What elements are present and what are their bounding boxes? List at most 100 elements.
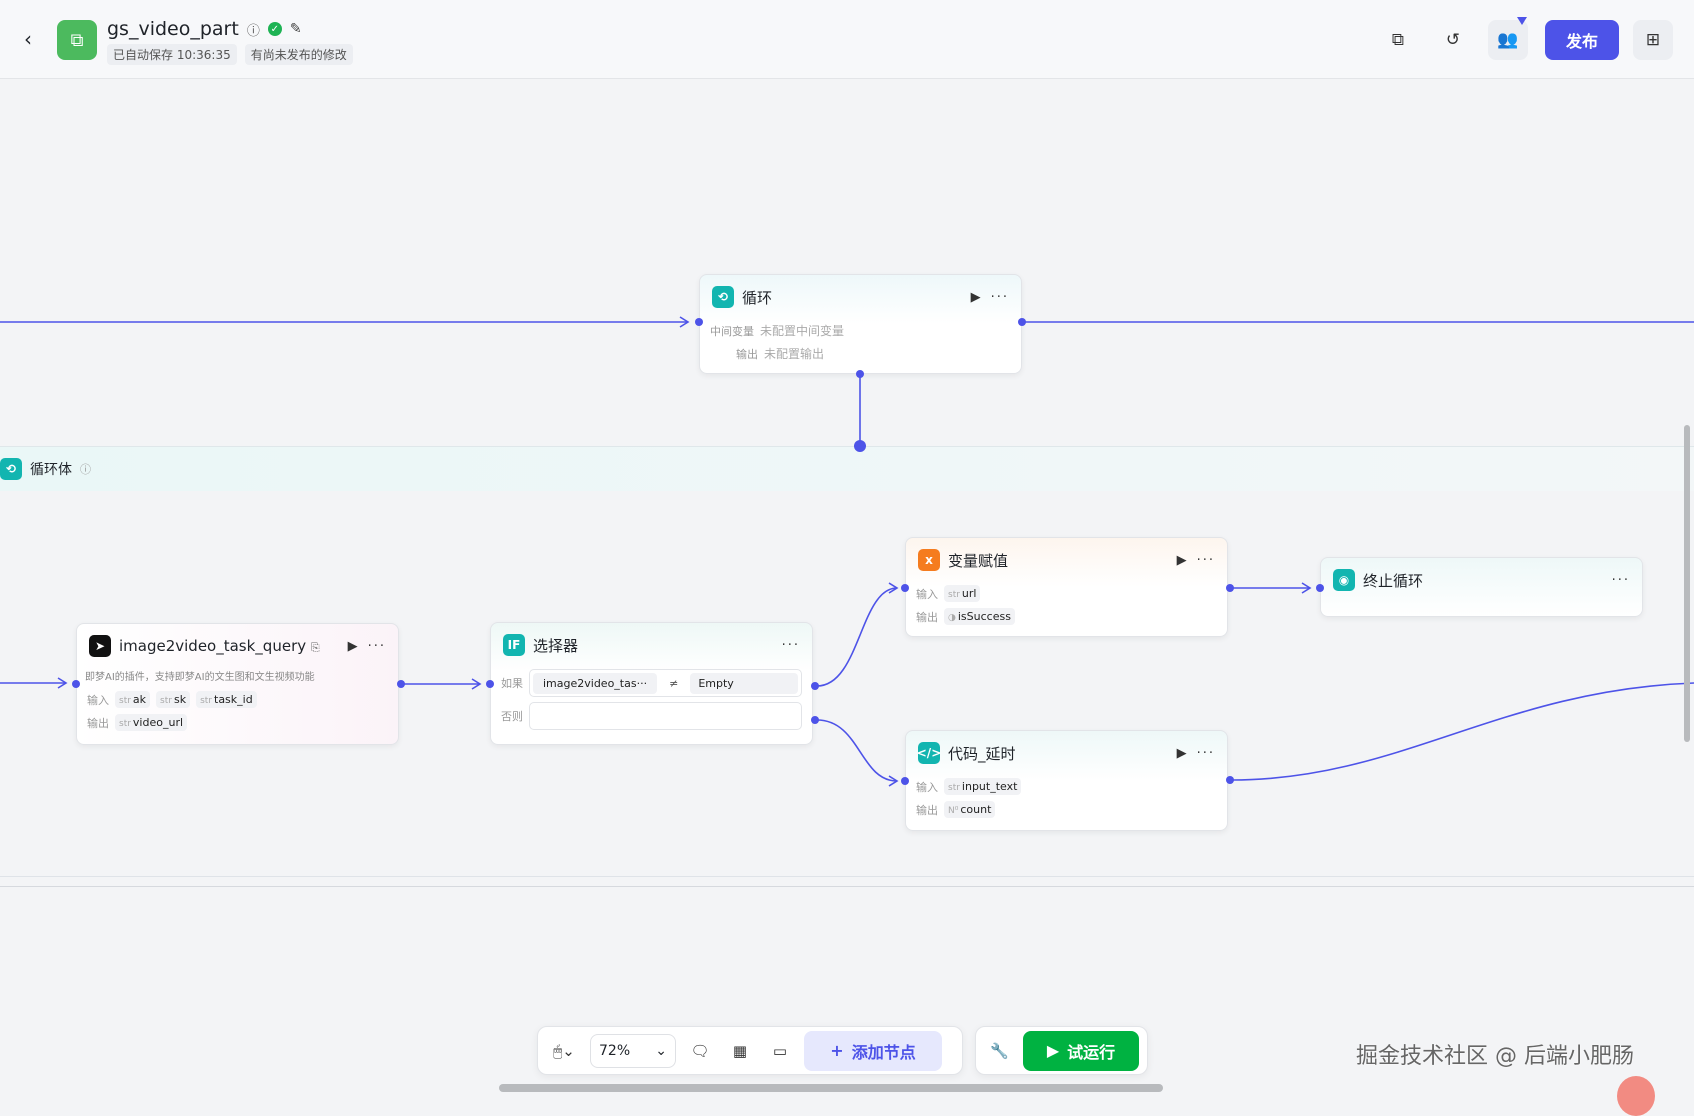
more-icon[interactable]: ···	[990, 289, 1009, 305]
row-label: 输出	[736, 347, 758, 361]
node-title: 循环	[742, 288, 773, 307]
else-output-port[interactable]	[811, 716, 819, 724]
condition-box[interactable]: image2video_tas··· ≠ Empty	[529, 669, 802, 697]
test-run-button[interactable]: ▶试运行	[1022, 1030, 1139, 1071]
input-port[interactable]	[72, 680, 80, 688]
output-port[interactable]	[1018, 318, 1026, 326]
horizontal-scrollbar[interactable]	[499, 1084, 1163, 1092]
loop-body-title: 循环体	[30, 462, 72, 478]
divider	[0, 886, 1694, 887]
row-label: 如果	[501, 677, 523, 690]
chevron-down-icon: ⌄	[655, 1042, 667, 1059]
row-value: 未配置中间变量	[760, 324, 845, 338]
history-icon[interactable]: ↺	[1445, 30, 1461, 50]
if-output-port[interactable]	[811, 682, 819, 690]
row-label: 输入	[916, 587, 938, 601]
more-icon[interactable]: ···	[781, 637, 800, 653]
edge	[816, 587, 898, 687]
input-port[interactable]	[901, 584, 909, 592]
input-port[interactable]	[1316, 584, 1324, 592]
layout-icon[interactable]: ▦	[732, 1041, 748, 1060]
comment-icon[interactable]: 🗨	[690, 1041, 710, 1060]
node-title: image2video_task_query ⎘	[119, 637, 320, 655]
plus-icon: +	[830, 1041, 844, 1060]
condition-left: image2video_tas···	[533, 672, 658, 694]
more-icon[interactable]: ···	[1611, 572, 1630, 588]
more-icon[interactable]: ···	[1196, 745, 1215, 761]
edge	[1231, 682, 1694, 781]
input-port[interactable]	[901, 777, 909, 785]
wrench-icon[interactable]: 🔧	[990, 1041, 1009, 1060]
autosave-status: 已自动保存 10:36:35	[107, 44, 237, 65]
run-icon[interactable]: ▶	[970, 289, 983, 305]
run-toolbar: 🔧 ▶试运行	[975, 1026, 1148, 1075]
loop-icon: ⟲	[0, 458, 22, 480]
run-icon[interactable]: ▶	[347, 638, 360, 654]
check-icon: ✓	[267, 22, 282, 36]
body-port[interactable]	[856, 370, 864, 378]
arrow-icon	[1301, 582, 1312, 594]
output-port[interactable]	[397, 680, 405, 688]
row-label: 输出	[87, 716, 109, 730]
break-loop-node[interactable]: ◉终止循环···	[1320, 557, 1643, 617]
output-port[interactable]	[1226, 584, 1234, 592]
row-label: 否则	[501, 710, 523, 723]
node-title: 变量赋值	[948, 551, 1009, 570]
more-icon[interactable]: ···	[1196, 552, 1215, 568]
plugin-node[interactable]: ➤image2video_task_query ⎘▶··· 即梦AI的插件，支持…	[76, 623, 399, 745]
run-icon[interactable]: ▶	[1176, 745, 1189, 761]
diamond-badge-icon	[1517, 17, 1527, 25]
edit-icon[interactable]: ✎	[289, 21, 302, 37]
row-label: 输出	[916, 803, 938, 817]
condition-operator: ≠	[669, 676, 679, 690]
copy-icon[interactable]: ⧉	[1391, 30, 1405, 50]
row-value: 未配置输出	[764, 347, 825, 361]
vertical-scrollbar[interactable]	[1684, 425, 1690, 742]
publish-button[interactable]: 发布	[1545, 20, 1619, 60]
play-icon: ▶	[1046, 1041, 1060, 1060]
input-port[interactable]	[486, 680, 494, 688]
panel-icon[interactable]: ⊞	[1633, 20, 1673, 60]
plugin-icon: ➤	[89, 635, 111, 657]
mouse-mode-icon[interactable]: 🖱⌄	[553, 1041, 575, 1060]
zoom-select[interactable]: 72%⌄	[590, 1033, 676, 1068]
info-icon[interactable]: ⓘ	[80, 463, 91, 476]
node-title: 选择器	[533, 636, 579, 655]
else-box[interactable]	[529, 702, 802, 730]
canvas-toolbar: 🖱⌄ 72%⌄ 🗨 ▦ ▭ +添加节点	[537, 1026, 963, 1075]
output-chip: ◑isSuccess	[944, 608, 1015, 625]
code-icon: </>	[917, 742, 941, 764]
more-icon[interactable]: ···	[367, 638, 386, 654]
collaborators-icon[interactable]: 👥	[1488, 20, 1528, 60]
info-icon[interactable]: ⓘ	[246, 23, 260, 39]
output-port[interactable]	[1226, 776, 1234, 784]
arrow-icon	[679, 316, 690, 328]
loop-icon: ⟲	[712, 286, 734, 308]
run-icon[interactable]: ▶	[1176, 552, 1189, 568]
arrow-icon	[57, 677, 68, 689]
condition-right: Empty	[690, 672, 798, 694]
variable-icon: x	[918, 549, 940, 571]
header: ‹ ⧉ gs_video_part ⓘ ✓ ✎ 已自动保存 10:36:35 有…	[0, 0, 1694, 79]
minimap-icon[interactable]: ▭	[772, 1041, 788, 1060]
row-label: 中间变量	[710, 324, 754, 338]
edge	[816, 719, 898, 782]
add-node-button[interactable]: +添加节点	[804, 1030, 942, 1071]
node-title: 代码_延时	[948, 744, 1016, 763]
watermark: 掘金技术社区 @ 后端小肥肠	[1356, 1044, 1634, 1069]
loop-body-area: ⟲ 循环体 ⓘ	[0, 446, 1694, 877]
arrow-icon	[888, 582, 899, 594]
input-port[interactable]	[695, 318, 703, 326]
loop-node[interactable]: ⟲ 循环 ▶ ··· 中间变量未配置中间变量 输出未配置输出	[699, 274, 1022, 374]
back-icon[interactable]: ‹	[24, 27, 32, 51]
workflow-logo-icon: ⧉	[57, 20, 97, 60]
node-title: 终止循环	[1363, 571, 1424, 590]
